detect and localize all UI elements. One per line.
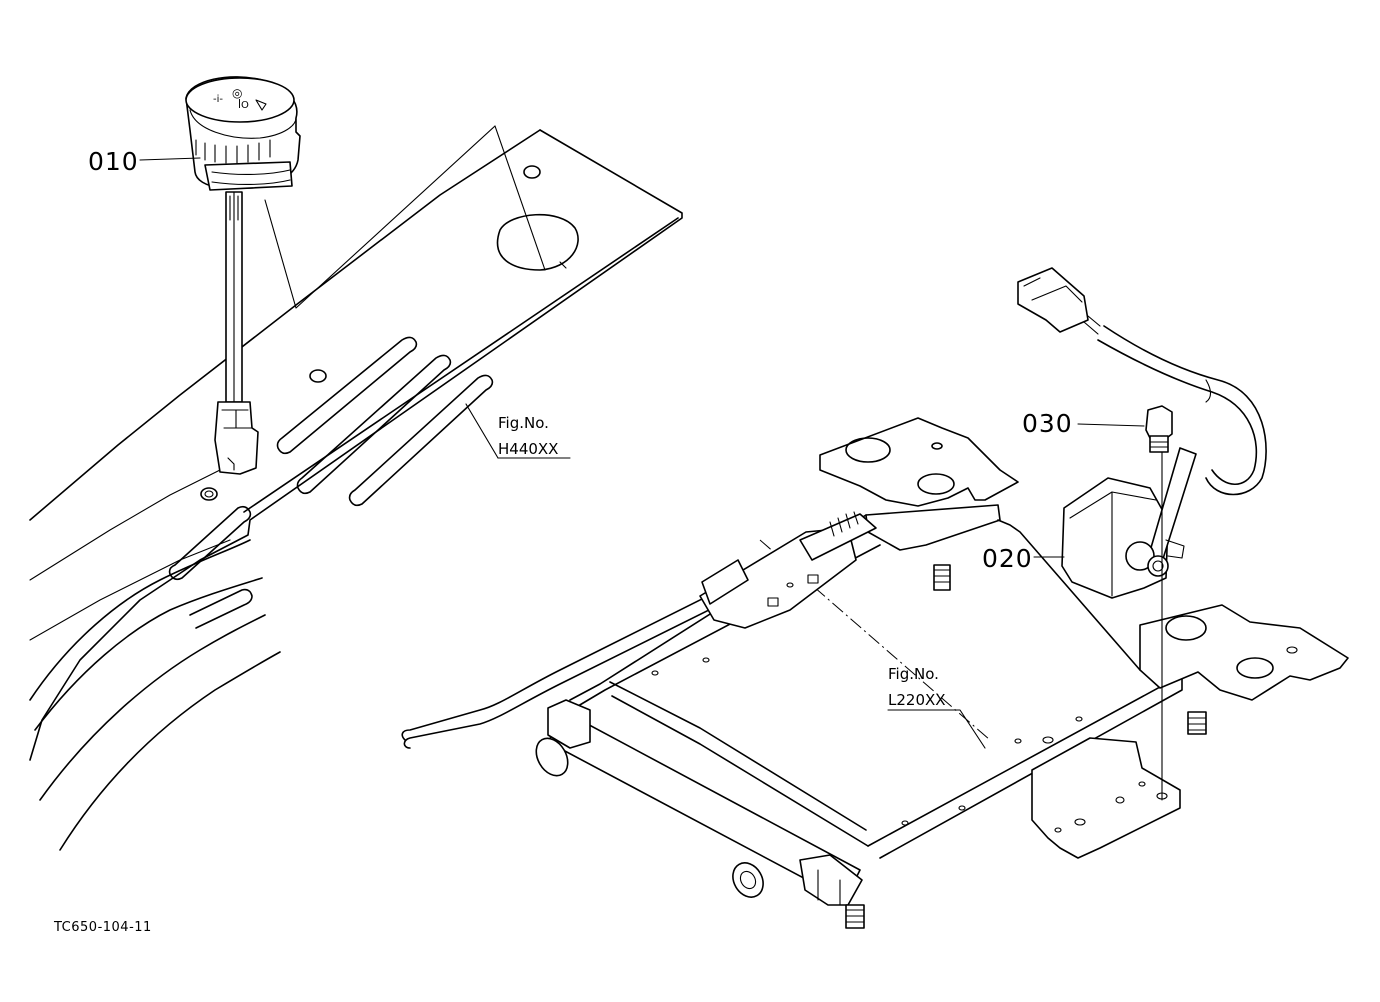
- figure-ref-l220xx-number: L220XX: [888, 691, 946, 709]
- svg-text:-i-: -i-: [213, 94, 223, 105]
- svg-text:ꟾO: ꟾO: [238, 98, 249, 111]
- key-switch-010: -i- ◎ ꟾO: [185, 76, 301, 475]
- dash-panel: [29, 125, 683, 851]
- seat-frame: [401, 417, 1349, 929]
- figure-ref-h440xx: Fig.No. H440XX: [465, 403, 571, 459]
- figure-ref-l220xx-prefix: Fig.No.: [888, 665, 939, 683]
- callout-020: 020: [982, 544, 1065, 573]
- drawing-code: TC650-104-11: [53, 920, 152, 935]
- svg-text:◎: ◎: [232, 86, 242, 100]
- callout-020-label: 020: [982, 544, 1033, 573]
- figure-ref-h440xx-number: H440XX: [498, 440, 558, 458]
- callout-010: 010: [88, 147, 201, 176]
- figure-ref-l220xx: Fig.No. L220XX: [887, 665, 986, 749]
- seat-switch-020: [1017, 267, 1267, 801]
- callout-030-label: 030: [1022, 409, 1073, 438]
- bolt-030: [1145, 405, 1173, 453]
- figure-ref-h440xx-prefix: Fig.No.: [498, 414, 549, 432]
- callout-030: 030: [1022, 409, 1145, 438]
- callout-010-label: 010: [88, 147, 139, 176]
